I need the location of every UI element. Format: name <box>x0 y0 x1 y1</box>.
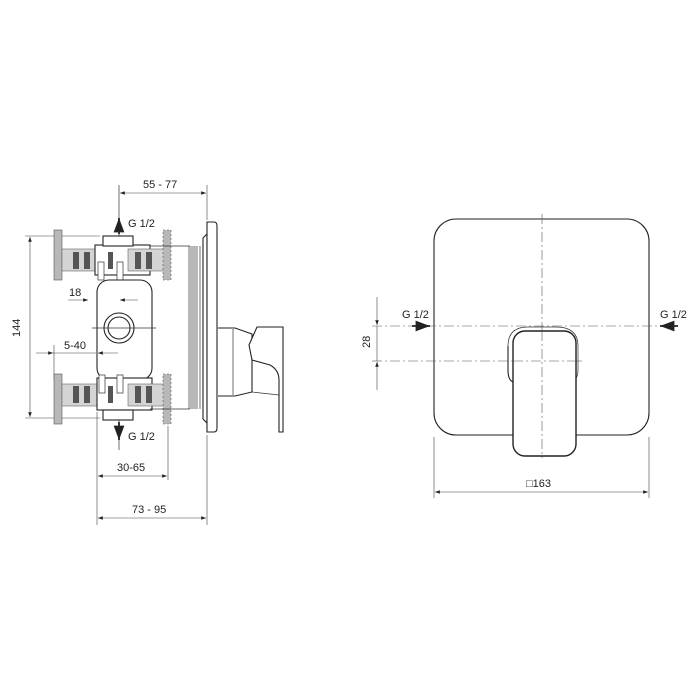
handle-side <box>218 326 284 433</box>
valve-body <box>96 279 153 381</box>
dim-plate-width: □163 <box>433 437 650 498</box>
upper-pipe <box>53 229 172 281</box>
side-view: 55 - 77 G 1/2 144 <box>11 179 284 525</box>
front-view: G 1/2 G 1/2 28 □163 <box>361 214 687 498</box>
cover-plate-side <box>206 221 218 433</box>
lower-pipe <box>53 373 172 425</box>
handle-front-outline <box>507 326 579 381</box>
thread-top-label: G 1/2 <box>128 218 155 230</box>
thread-right: G 1/2 <box>660 309 687 332</box>
dim-vertical-28: 28 <box>361 297 379 390</box>
dim-offset-range: 5-40 <box>36 340 118 380</box>
dim-5-40-label: 5-40 <box>64 340 86 352</box>
thread-bottom-label: G 1/2 <box>128 431 155 443</box>
dim-total-depth: 73 - 95 <box>98 435 208 525</box>
dim-30-65-label: 30-65 <box>117 462 145 474</box>
dim-28-label: 28 <box>361 336 373 348</box>
dim-top-depth: 55 - 77 <box>120 179 208 220</box>
dim-top-depth-label: 55 - 77 <box>143 179 177 191</box>
dim-18-label: 18 <box>69 287 81 299</box>
dim-73-95-label: 73 - 95 <box>132 504 166 516</box>
handle-front <box>512 330 577 457</box>
thread-top: G 1/2 <box>113 218 155 234</box>
dim-163-label: □163 <box>526 478 551 490</box>
thread-left-label: G 1/2 <box>402 309 429 321</box>
thread-left: G 1/2 <box>402 309 430 332</box>
dim-height-label: 144 <box>11 319 23 337</box>
dim-box-depth: 30-65 <box>96 412 169 525</box>
dim-height: 144 <box>11 235 100 419</box>
dim-offset-18: 18 <box>68 287 138 302</box>
thread-bottom: G 1/2 <box>113 422 155 443</box>
thread-right-label: G 1/2 <box>660 309 687 321</box>
